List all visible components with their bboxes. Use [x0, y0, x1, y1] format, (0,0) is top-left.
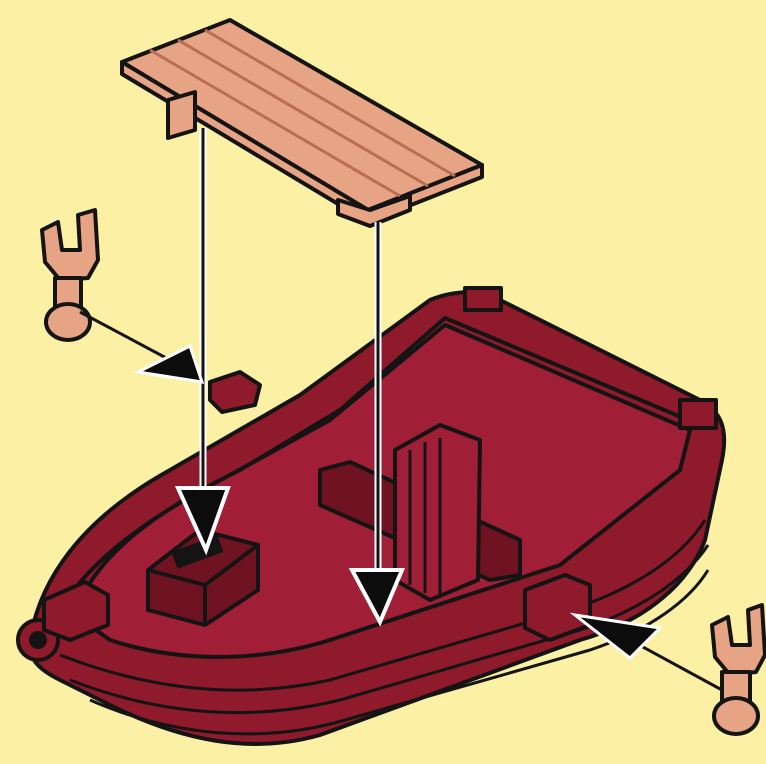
stern-post — [465, 288, 501, 310]
plank-leg-front — [168, 92, 195, 138]
oarlock-pin — [46, 304, 90, 340]
right-oar-socket — [525, 575, 590, 640]
rim-socket — [210, 372, 260, 412]
stern-post — [680, 400, 716, 428]
bow-ring-hole — [31, 633, 45, 647]
rear-seat-backrest — [395, 425, 480, 600]
oarlock-pin — [714, 698, 758, 734]
